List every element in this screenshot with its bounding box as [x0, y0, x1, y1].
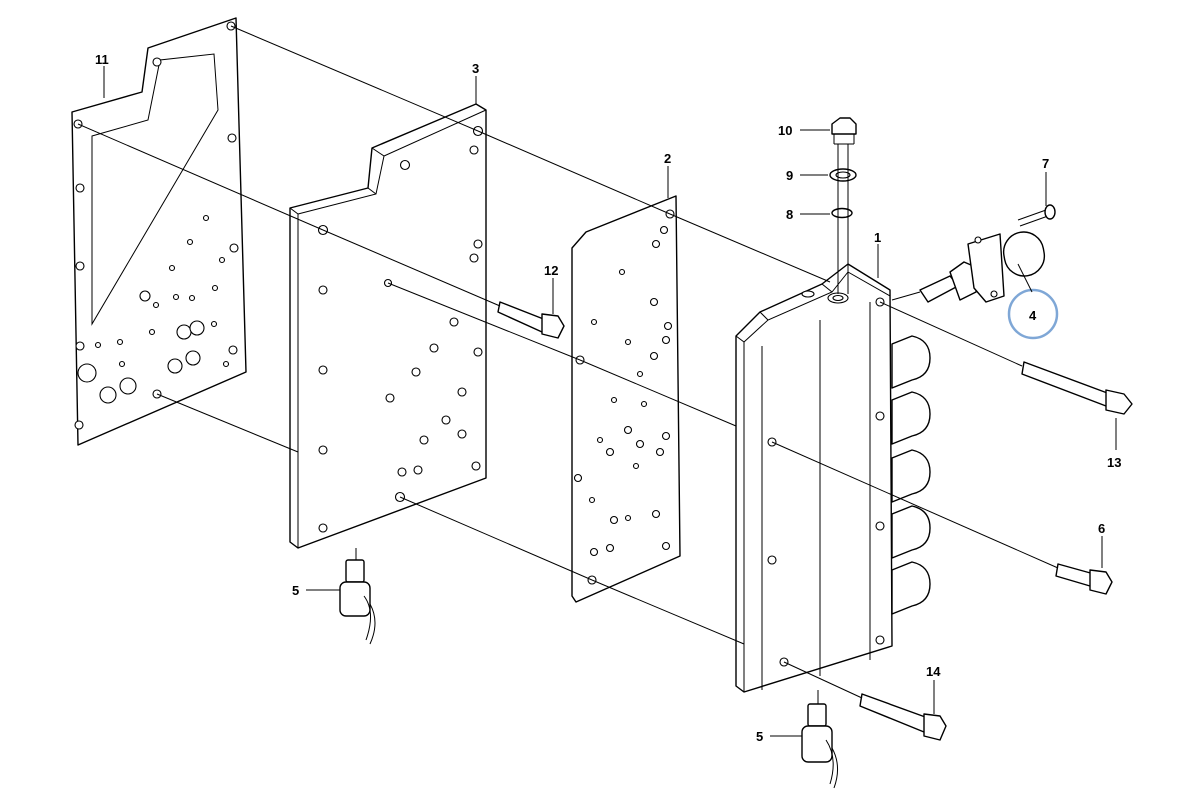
part-5-coupling-bottom[interactable] [801, 690, 838, 789]
part-12-bolt[interactable] [497, 301, 565, 339]
gasket-holes [73, 21, 239, 430]
label-part-7: 7 [1042, 156, 1049, 171]
label-part-12: 12 [544, 263, 558, 278]
label-part-9: 9 [786, 168, 793, 183]
alignment-lines [77, 25, 1059, 699]
label-part-3: 3 [472, 61, 479, 76]
part-9-washer[interactable] [829, 168, 857, 182]
part-3-plate[interactable] [289, 103, 487, 549]
part-1-valve-housing[interactable] [735, 263, 931, 693]
part-8-o-ring[interactable] [831, 207, 853, 219]
label-part-11: 11 [95, 52, 109, 67]
label-part-4: 4 [1029, 308, 1037, 323]
highlight-circle-part-4[interactable] [1007, 288, 1059, 340]
label-part-1: 1 [874, 230, 881, 245]
label-leaders [103, 66, 1117, 737]
label-part-8: 8 [786, 207, 793, 222]
label-part-13: 13 [1107, 455, 1121, 470]
label-part-5-bottom: 5 [756, 729, 763, 744]
part-10-plug[interactable] [831, 117, 857, 145]
label-part-10: 10 [778, 123, 792, 138]
solenoid-bosses [891, 335, 931, 615]
plate-holes [317, 125, 484, 533]
label-part-6: 6 [1098, 521, 1105, 536]
part-5-coupling-left[interactable] [339, 548, 376, 645]
part-6-bolt[interactable] [1055, 563, 1113, 595]
part-2-separator-plate[interactable] [571, 195, 681, 603]
part-7-screw[interactable] [1017, 204, 1056, 227]
part-14-bolt[interactable] [859, 693, 947, 741]
part-13-bolt[interactable] [1021, 361, 1133, 415]
label-part-14: 14 [926, 664, 941, 679]
part-labels: 11 3 2 1 7 10 9 8 12 4 13 6 14 5 5 [95, 52, 1121, 744]
part-11-gasket[interactable] [71, 17, 247, 446]
label-part-5-left: 5 [292, 583, 299, 598]
label-part-2: 2 [664, 151, 671, 166]
part-4-solenoid-valve[interactable] [919, 229, 1048, 303]
separator-holes [573, 209, 675, 585]
